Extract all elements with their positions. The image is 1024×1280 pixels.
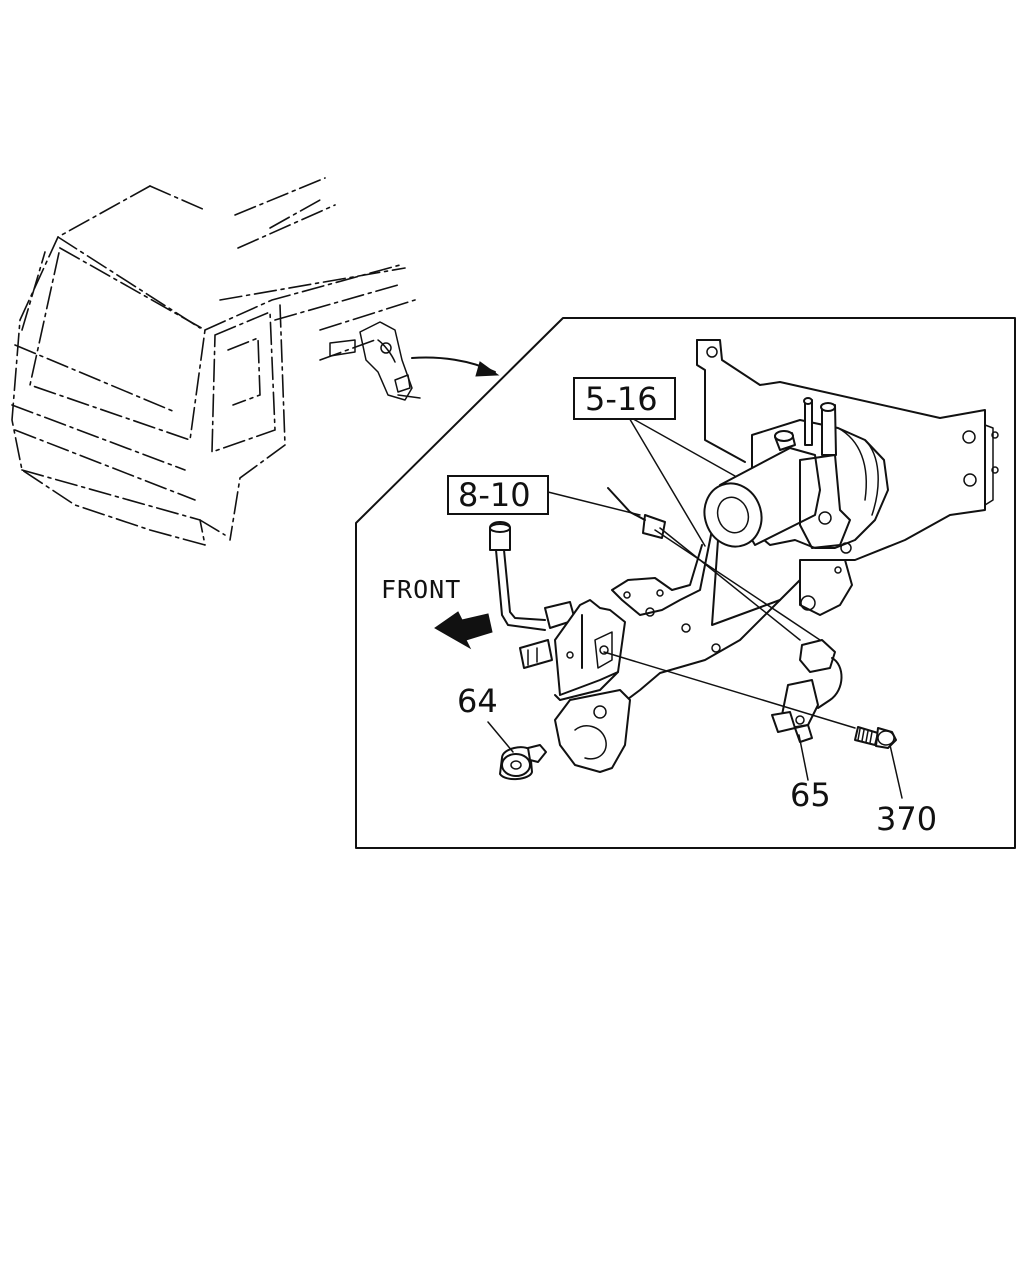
grommet-part (499, 744, 547, 780)
callout-370[interactable]: 370 (876, 800, 937, 838)
bolt-part (854, 726, 897, 749)
frame-rail (611, 339, 999, 706)
callout-5-16[interactable]: 5-16 (573, 377, 676, 420)
front-direction-indicator: FRONT (381, 575, 493, 650)
callout-8-10[interactable]: 8-10 (447, 475, 549, 515)
callout-64[interactable]: 64 (457, 682, 498, 720)
callout-5-16-text: 5-16 (585, 380, 658, 418)
hydraulic-unit (703, 397, 889, 616)
wire-harness (489, 487, 843, 743)
front-arrow-icon (434, 611, 493, 650)
detail-frame (355, 317, 1016, 849)
sensor-bracket (554, 599, 631, 773)
callout-8-10-text: 8-10 (458, 476, 531, 514)
vehicle-overview (11, 177, 500, 546)
callout-65[interactable]: 65 (790, 776, 831, 814)
leader-lines (487, 415, 903, 799)
front-label: FRONT (381, 575, 461, 604)
